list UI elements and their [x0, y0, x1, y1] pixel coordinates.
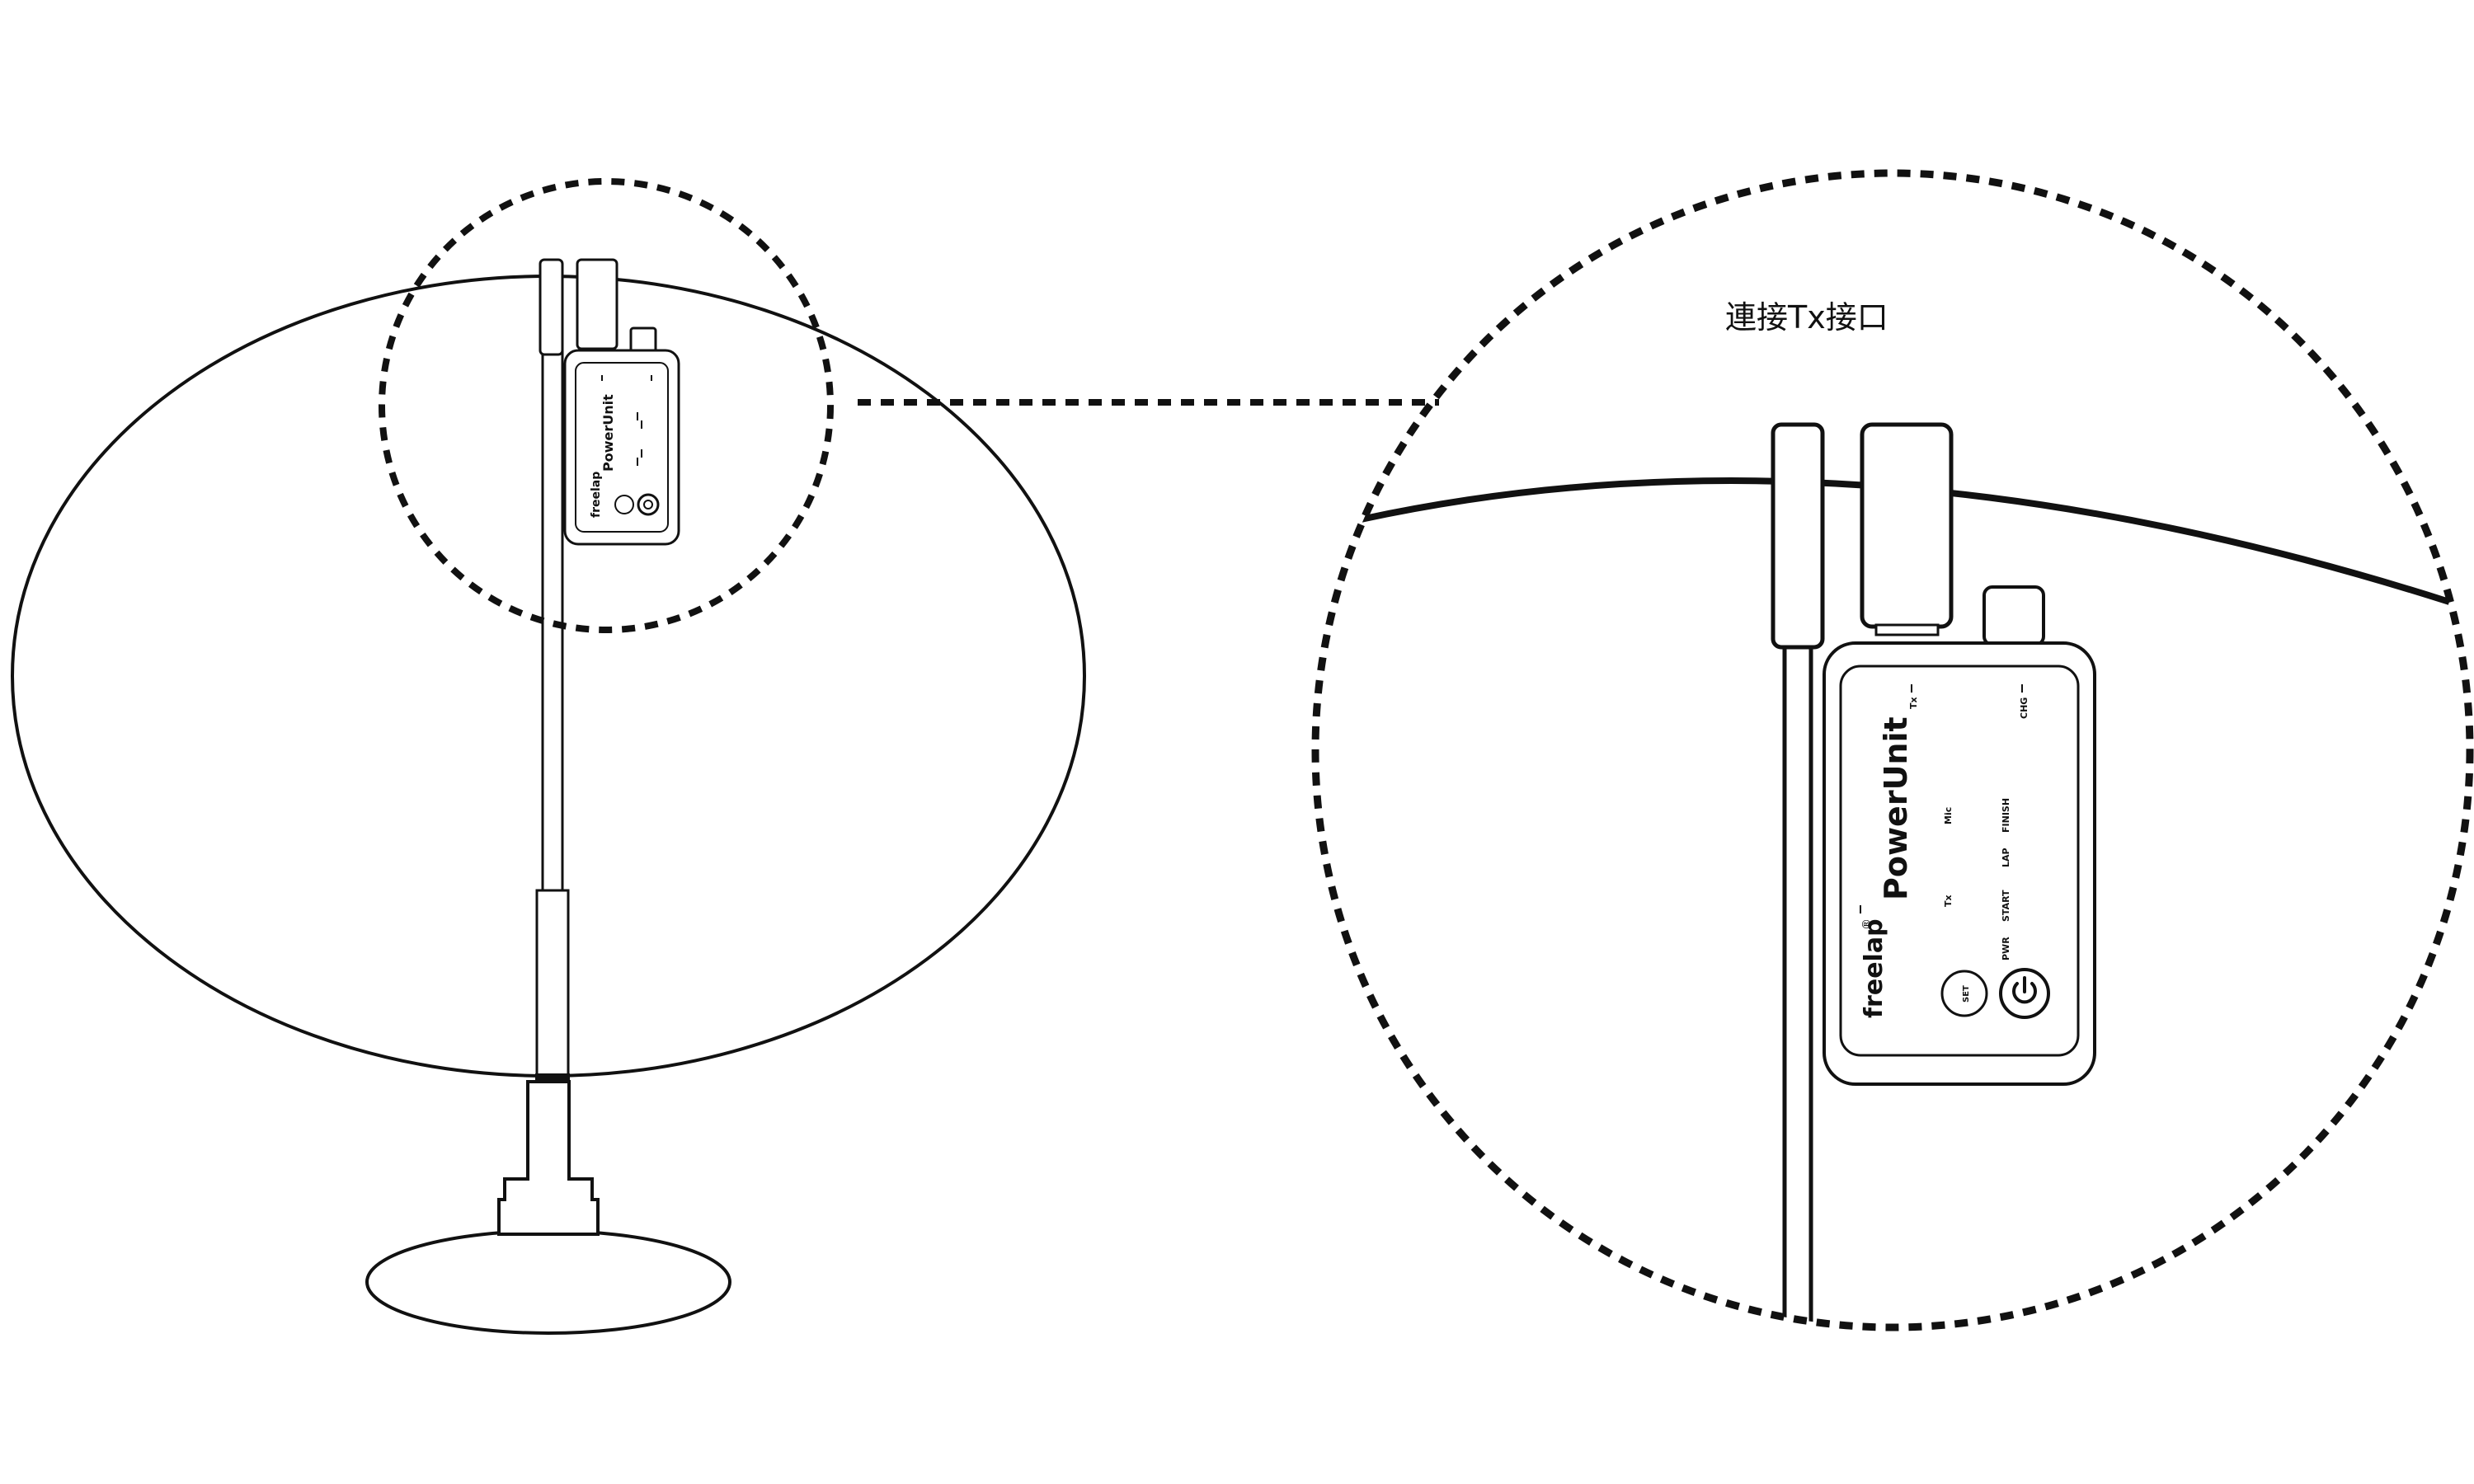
label-start: START: [2001, 890, 2011, 922]
label-pwr: PWR: [2001, 937, 2011, 960]
stand-base: [365, 1080, 731, 1335]
label-tx: Tx: [1943, 895, 1954, 907]
powerunit-device: freelap ® PowerUnit Tx CHG Mic Tx PWR ST…: [1823, 641, 2096, 1086]
device-screen: [1839, 665, 2080, 1057]
set-button-label: SET: [1962, 985, 1971, 1003]
set-button: [1940, 970, 1988, 1017]
tx-connector-detail: [1860, 422, 1954, 629]
zoom-source-circle: [379, 178, 834, 633]
connector-left-detail: [1771, 422, 1825, 650]
product-label: PowerUnit: [1878, 716, 1914, 900]
connector-left: [539, 258, 564, 356]
brand-label-small: freelap: [590, 472, 603, 518]
power-button-small: [637, 493, 660, 516]
zoom-detail-circle: [1311, 169, 2474, 1331]
label-finish: FINISH: [2001, 798, 2011, 833]
overview-illustration: freelap PowerUnit: [11, 178, 1086, 1335]
product-label-small: PowerUnit: [600, 394, 616, 472]
zoom-detail: freelap ® PowerUnit Tx CHG Mic Tx PWR ST…: [1311, 169, 2474, 1331]
label-tx-top: Tx: [1908, 697, 1919, 709]
label-chg: CHG: [2019, 697, 2030, 719]
label-lap: LAP: [2001, 848, 2011, 867]
antenna-port-detail: [1982, 585, 2045, 646]
pole-detail: [1782, 636, 1813, 1327]
brand-label: freelap: [1860, 918, 1888, 1018]
registered-mark: ®: [1860, 918, 1874, 930]
label-mic: Mic: [1943, 807, 1954, 824]
tx-connector: [576, 258, 618, 350]
powerunit-device-small: freelap PowerUnit: [563, 349, 680, 546]
caption-connect-tx: 連接Tx接口: [1725, 299, 1888, 336]
power-icon: [2012, 976, 2037, 1004]
set-button-small: [614, 495, 634, 514]
